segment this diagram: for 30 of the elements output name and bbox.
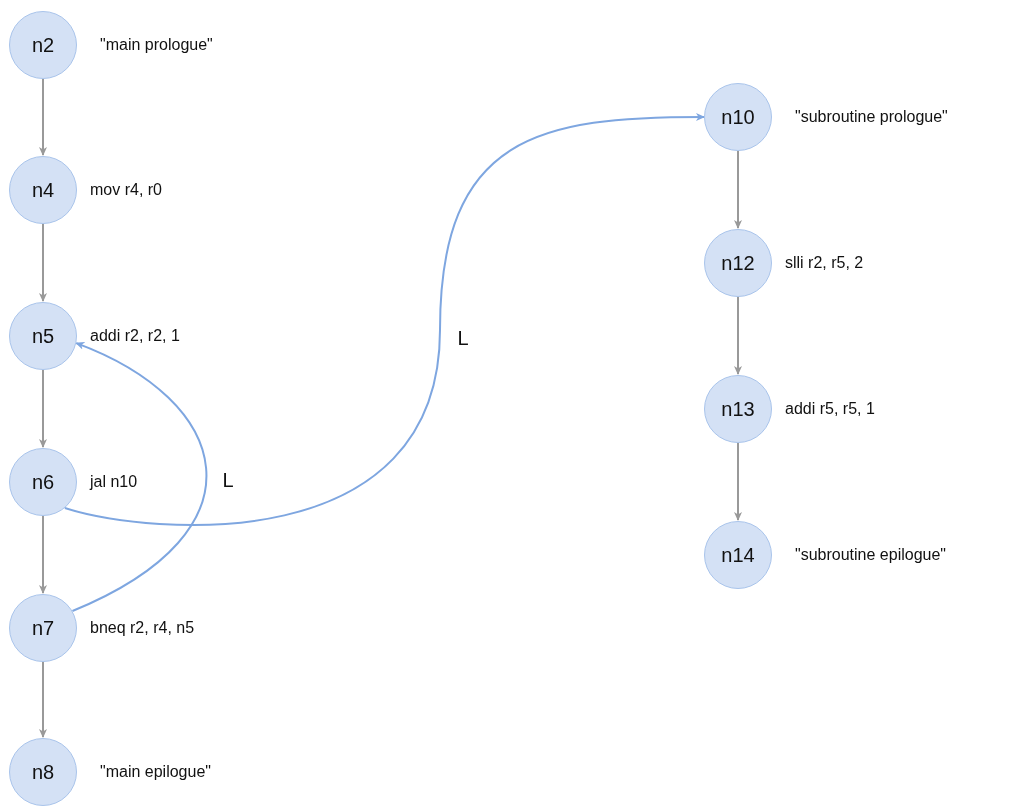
instruction-text: "main epilogue"	[100, 763, 211, 781]
instruction-text: "main prologue"	[100, 36, 213, 54]
instruction-text: mov r4, r0	[90, 181, 162, 199]
node-label: n7	[31, 616, 55, 640]
instruction-text: addi r2, r2, 1	[90, 327, 180, 345]
node-label: n12	[721, 251, 755, 275]
arrow	[734, 150, 742, 229]
arrow	[734, 442, 742, 521]
instruction-text: "subroutine epilogue"	[795, 546, 947, 564]
node-label: n5	[31, 324, 55, 348]
arrow	[39, 661, 47, 738]
instruction-text: jal n10	[90, 473, 138, 491]
node-label: n8	[31, 760, 55, 784]
arrow	[63, 113, 705, 526]
instruction-text: addi r5, r5, 1	[785, 400, 875, 418]
instruction-text: slli r2, r5, 2	[785, 254, 864, 272]
instruction-text: "subroutine prologue"	[795, 108, 948, 126]
node-label: n4	[31, 178, 55, 202]
node-label: n10	[721, 105, 755, 129]
arrow	[734, 296, 742, 375]
node-label: n6	[31, 470, 55, 494]
node-label: n14	[721, 543, 755, 567]
instruction-text: bneq r2, r4, n5	[90, 619, 195, 637]
arrow	[39, 223, 47, 302]
arrow	[39, 369, 47, 448]
arrow	[39, 78, 47, 156]
node-label: n2	[31, 33, 55, 57]
arrow	[39, 515, 47, 594]
arrow	[71, 342, 208, 612]
node-label: n13	[721, 397, 755, 421]
